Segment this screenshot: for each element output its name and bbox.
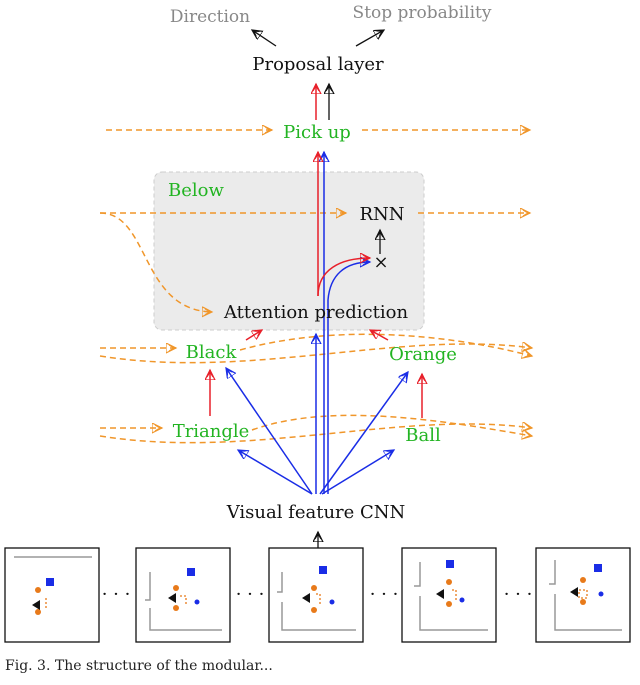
frame-5 [535,547,631,643]
rnn-label: RNN [359,204,404,225]
multiply-symbol: × [373,252,388,273]
frame-1 [4,547,100,643]
module-box [153,171,425,331]
ball-node-label: Ball [405,425,441,446]
black-arrows [252,30,384,550]
black-proposal-to-direction [252,30,277,47]
frame-ellipsis-3: · · · [370,584,399,605]
frame-ellipsis-4: · · · [504,584,533,605]
agent-triangle-icon [32,600,40,610]
orange-ball-icon [35,587,41,593]
triangle-node-label: Triangle [173,421,250,442]
direction-label: Direction [170,7,250,27]
orange-node-label: Orange [389,344,457,365]
orange-line-black-cross [99,344,532,364]
frame-ellipsis-2: · · · [236,584,265,605]
black-proposal-to-stop [355,30,384,47]
below-label: Below [168,180,224,201]
blue-cnn-to-ball [321,450,394,495]
orange-line-to-attention [99,212,212,312]
frame-3 [268,547,364,643]
orange-line-black-right [239,333,532,356]
orange-line-triangle-cross [99,424,532,444]
blue-square-icon [46,578,54,586]
blue-cnn-to-orange [319,372,408,495]
red-orange-to-attention [370,329,389,341]
orange-dashed-flows [99,130,532,444]
red-black-to-attention [245,330,262,340]
proposal-layer-label: Proposal layer [252,54,384,75]
pick-up-label: Pick up [283,122,351,143]
stop-probability-label: Stop probability [353,3,492,23]
red-arrows [210,84,422,418]
figure-caption: Fig. 3. The structure of the modular... [5,658,273,674]
frame-ellipsis-1: · · · [102,584,131,605]
visual-feature-cnn-label: Visual feature CNN [226,502,406,523]
blue-cnn-to-black [226,368,313,495]
attention-prediction-label: Attention prediction [223,302,409,323]
frame-2 [135,547,231,643]
red-attention-to-multiply [317,258,370,297]
black-node-label: Black [186,342,238,363]
blue-cnn-to-triangle [238,450,313,495]
frame-4 [401,547,497,643]
orange-line-triangle-right [251,414,532,436]
